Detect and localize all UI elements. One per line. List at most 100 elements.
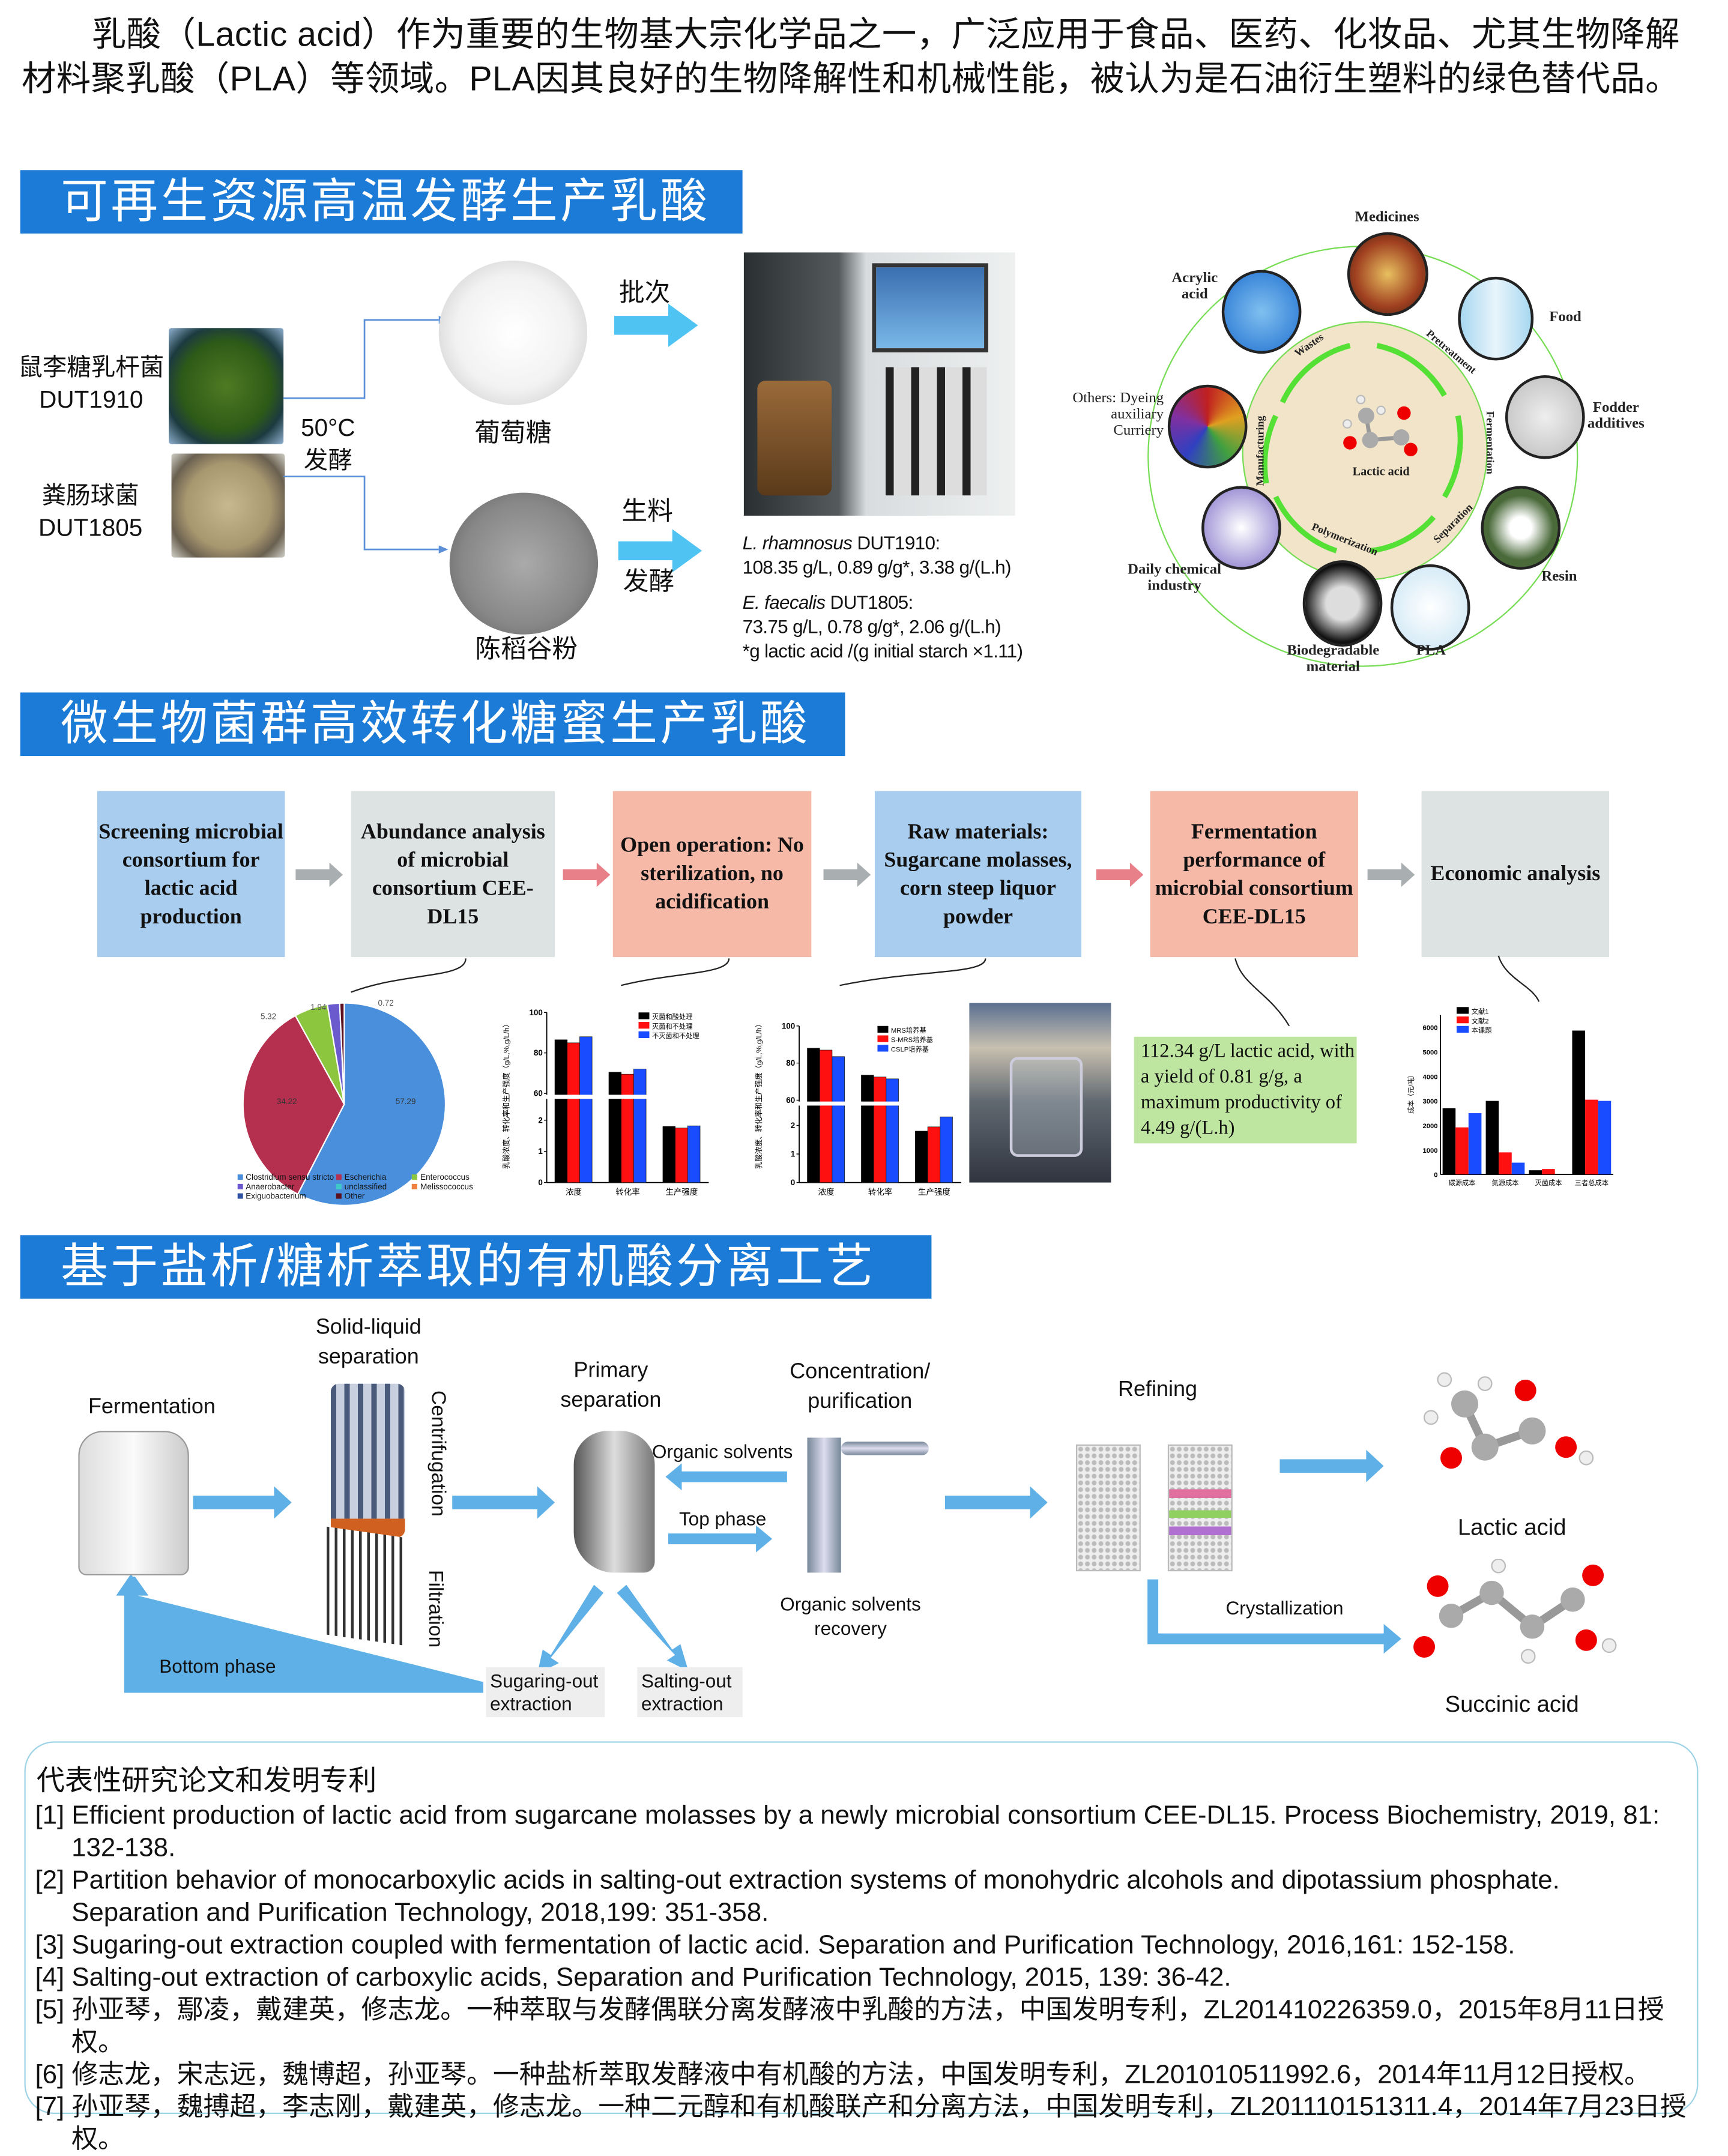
- legend-swatch: [638, 1012, 650, 1019]
- y-axis-label: 成本（元/吨）: [1407, 1071, 1415, 1114]
- bar: [1511, 1162, 1525, 1175]
- pie-slice: [242, 1014, 345, 1195]
- filtration-label: Filtration: [423, 1569, 447, 1648]
- refining-label: Refining: [1117, 1378, 1197, 1401]
- center-lactic-acid-label: Lactic acid: [1352, 464, 1410, 478]
- bar: [915, 1131, 928, 1183]
- legend-label: S-MRS培养基: [891, 1036, 933, 1044]
- y-tick-label: 1: [791, 1150, 796, 1159]
- pie-legend-item: Escherichia: [336, 1174, 412, 1184]
- app-daily-chemical: Daily chemical industry: [1128, 561, 1222, 594]
- yield-footnote: *g lactic acid /(g initial starch ×1.11): [742, 639, 1023, 662]
- strain-results: L. rhamnosus DUT1910: 108.35 g/L, 0.89 g…: [743, 531, 1067, 663]
- reference-item: [3] Sugaring-out extraction coupled with…: [35, 1930, 1515, 1960]
- axis-break: [794, 1101, 964, 1106]
- x-tick-label: 浓度: [566, 1188, 582, 1197]
- bar: [554, 1039, 568, 1183]
- strain2-name: E. faecalis: [742, 591, 826, 613]
- y-axis-label: 乳酸浓度、转化率和生产强度（g/L,%,g/L/h）: [754, 1020, 763, 1169]
- bar: [1499, 1152, 1512, 1175]
- app-acrylic-acid: Acrylic acid: [1171, 270, 1218, 303]
- app-others: Others: Dyeing auxiliary Curriery: [1072, 390, 1164, 439]
- dyeing-image: [1167, 384, 1248, 469]
- bar: [608, 1072, 622, 1183]
- section1-connectors: [283, 303, 702, 573]
- bar: [1485, 1101, 1499, 1175]
- resin-image: [1481, 486, 1561, 570]
- glucose-label: 葡萄糖: [474, 420, 552, 448]
- bar: [886, 1078, 899, 1183]
- reference-item: [7] 孙亚琴，魏搏超，李志刚，戴建英，修志龙。一种二元醇和有机酸联产和分离方法…: [35, 2092, 1687, 2155]
- flow-step-raw-materials: Raw materials: Sugarcane molasses, corn …: [874, 791, 1081, 958]
- pie-value-label: 1.94: [310, 1003, 327, 1012]
- pie-legend-item: Melissococcus: [412, 1183, 481, 1194]
- x-tick-label: 氮源成本: [1491, 1179, 1518, 1187]
- salting-out-box: Salting-out extraction: [637, 1667, 743, 1717]
- bar: [579, 1036, 593, 1183]
- y-tick-label: 0: [538, 1178, 543, 1187]
- rice-powder-label: 陈稻谷粉: [475, 635, 578, 665]
- x-tick-label: 生产强度: [918, 1188, 950, 1197]
- x-tick-label: 生产强度: [665, 1188, 698, 1197]
- bar: [1468, 1113, 1482, 1175]
- organic-solvents-label: Organic solvents: [651, 1440, 793, 1463]
- top-phase-label: Top phase: [678, 1508, 767, 1530]
- refining-column-1-image: [1075, 1444, 1141, 1572]
- crystallization-label: Crystallization: [1225, 1596, 1344, 1619]
- y-tick-label: 1: [538, 1147, 543, 1156]
- y-tick-label: 3000: [1423, 1098, 1438, 1105]
- refining-column-2-image: [1167, 1444, 1233, 1572]
- centrifuge-image: [330, 1383, 405, 1538]
- app-medicines: Medicines: [1355, 209, 1419, 226]
- y-tick-label: 2: [538, 1116, 543, 1125]
- y-axis-label: 乳酸浓度、转化率和生产强度（g/L,%,g/L/h）: [502, 1020, 511, 1169]
- lactic-acid-cycle-diagram: Wastes Pretreatment Fermentation Separat…: [1066, 202, 1660, 681]
- raw-label: 生料: [621, 498, 673, 527]
- flow-step-economic: Economic analysis: [1421, 791, 1610, 958]
- flow-step-fermentation-performance: Fermentation performance of microbial co…: [1150, 791, 1358, 958]
- batch-label: 批次: [618, 279, 671, 308]
- bar: [819, 1049, 833, 1183]
- bar: [633, 1069, 647, 1183]
- bar: [1455, 1127, 1469, 1175]
- y-tick-label: 0: [1434, 1172, 1437, 1179]
- references-list: [1] Efficient production of lactic acid …: [35, 1799, 1688, 2156]
- legend-label: 本课题: [1472, 1026, 1492, 1034]
- bar: [873, 1076, 887, 1183]
- app-biodegradable: Biodegradable material: [1287, 642, 1380, 675]
- succinic-acid-molecule-3d-icon: [1413, 1559, 1617, 1664]
- bar: [807, 1048, 820, 1183]
- strain2-label: 粪肠球菌DUT1805: [38, 482, 143, 542]
- y-tick-label: 100: [782, 1021, 796, 1030]
- daily-chemical-image: [1201, 486, 1281, 570]
- solid-liquid-label: Solid-liquid separation: [315, 1316, 421, 1369]
- strain1-id: DUT1910:: [852, 531, 940, 554]
- bar: [687, 1125, 701, 1183]
- reference-item: [5] 孙亚琴，鄢凌，戴建英，修志龙。一种萃取与发酵偶联分离发酵液中乳酸的方法，…: [35, 1995, 1664, 2058]
- y-tick-label: 4000: [1423, 1073, 1438, 1081]
- flow-arrows: [295, 862, 1540, 1026]
- pie-value-label: 34.22: [277, 1097, 297, 1106]
- bar: [1529, 1170, 1542, 1175]
- x-tick-label: 浓度: [818, 1188, 835, 1197]
- bar: [567, 1042, 580, 1183]
- references-panel: 代表性研究论文和发明专利 [1] Efficient production of…: [24, 1741, 1699, 2154]
- pie-legend-item: Enterococcus: [412, 1174, 481, 1184]
- strain2-values: 73.75 g/L, 0.78 g/g*, 2.06 g/(L.h): [742, 615, 1001, 638]
- y-tick-label: 0: [791, 1178, 796, 1187]
- pie-legend-item: Anaerobacter: [237, 1183, 336, 1194]
- raw-fermentation-label: 发酵: [623, 568, 675, 597]
- y-tick-label: 80: [534, 1048, 543, 1057]
- fermentation-condition-label: 50°C 发酵: [301, 414, 355, 474]
- legend-label: CSLP培养基: [891, 1045, 929, 1054]
- succinic-acid-label: Succinic acid: [1445, 1691, 1579, 1717]
- bar: [621, 1073, 634, 1183]
- medicines-image: [1347, 232, 1428, 316]
- legend-swatch: [877, 1035, 889, 1042]
- bar: [832, 1056, 845, 1183]
- centrifugation-label: Centrifugation: [426, 1390, 450, 1517]
- legend-label: MRS培养基: [891, 1026, 926, 1034]
- legend-swatch: [1457, 1025, 1469, 1033]
- fermentation-result-box: 112.34 g/L lactic acid, with a yield of …: [1134, 1036, 1357, 1144]
